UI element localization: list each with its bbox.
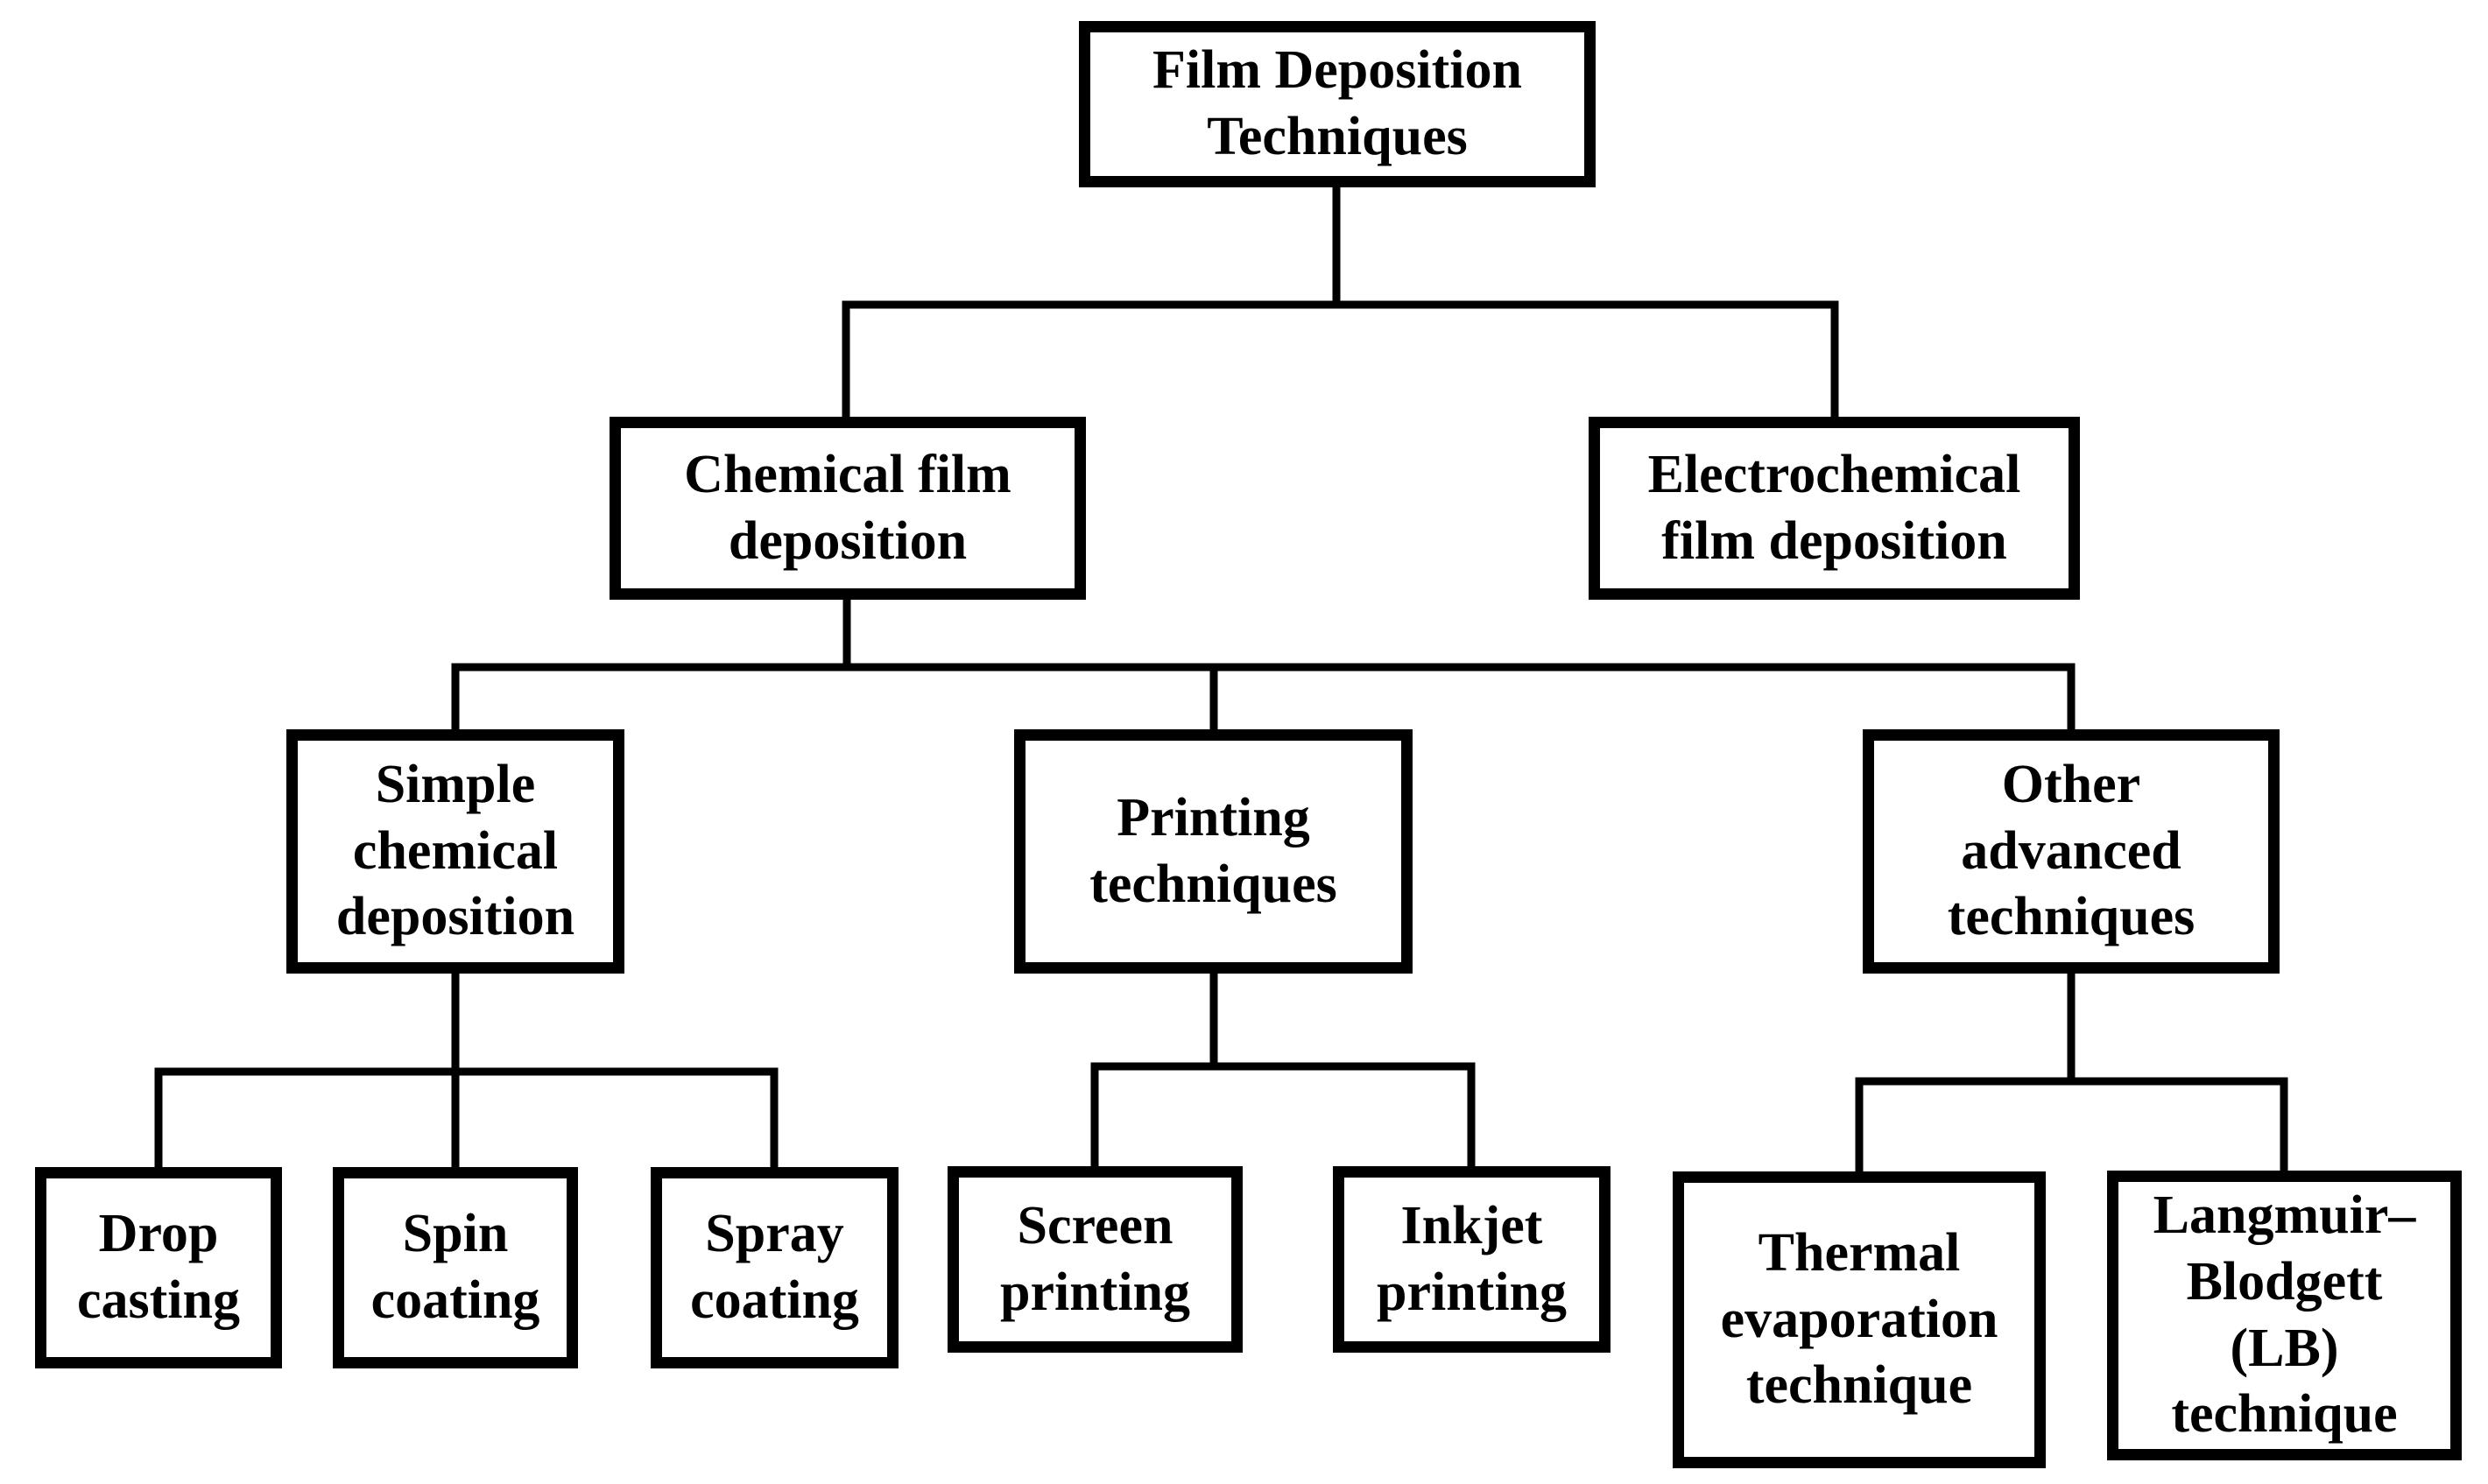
node-inkjet-printing: Inkjet printing [1333, 1166, 1611, 1353]
node-screen-printing: Screen printing [948, 1166, 1243, 1353]
edge-chemical-to-level3 [451, 600, 2076, 729]
node-printing-techniques: Printing techniques [1014, 729, 1413, 974]
node-thermal-evaporation-technique: Thermal evaporation technique [1673, 1171, 2046, 1468]
node-other-advanced-techniques: Other advanced techniques [1863, 729, 2280, 974]
edge-other-to-leaves [1855, 974, 2288, 1173]
edge-root-to-level2 [842, 186, 1839, 417]
node-langmuir-blodgett-technique: Langmuir– Blodgett (LB) technique [2107, 1171, 2462, 1460]
node-spray-coating: Spray coating [651, 1167, 899, 1368]
node-electrochemical-film-deposition: Electrochemical film deposition [1589, 417, 2080, 600]
edge-printing-to-leaves [1090, 974, 1476, 1167]
node-drop-casting: Drop casting [35, 1167, 282, 1368]
node-spin-coating: Spin coating [333, 1167, 578, 1368]
edge-simple-to-leaves [154, 974, 779, 1167]
node-film-deposition-techniques: Film Deposition Techniques [1079, 21, 1596, 187]
node-simple-chemical-deposition: Simple chemical deposition [286, 729, 624, 974]
node-chemical-film-deposition: Chemical film deposition [610, 417, 1086, 600]
